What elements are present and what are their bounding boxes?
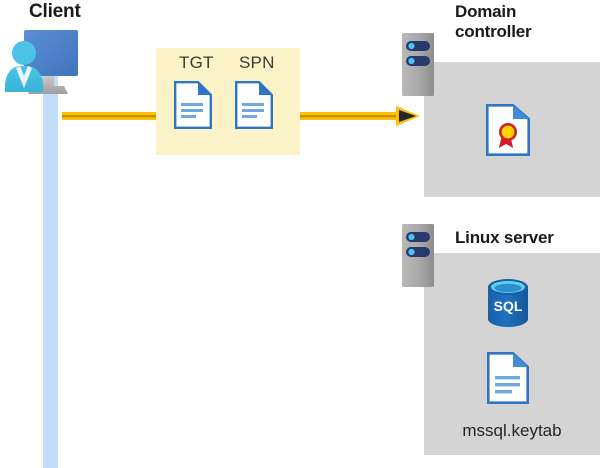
keytab-document-icon [487, 352, 529, 404]
keytab-file-label: mssql.keytab [462, 421, 562, 440]
sql-label: SQL [494, 298, 523, 314]
token-label-tgt: TGT [179, 53, 214, 72]
certificate-document-icon [486, 104, 530, 156]
page-title-client: Client [29, 1, 81, 22]
node-title-linux-server: Linux server [455, 228, 554, 247]
document-icon-tgt [174, 81, 212, 129]
token-message-box: TGT SPN [156, 48, 300, 155]
client-lifeline [43, 70, 58, 468]
node-title-domain-controller: Domain controller [455, 2, 532, 41]
document-icon-spn [235, 81, 273, 129]
server-tower-icon-linux-server [402, 224, 434, 287]
token-label-spn: SPN [239, 53, 275, 72]
sql-database-icon: SQL [487, 278, 529, 328]
user-monitor-icon [2, 26, 102, 96]
server-tower-icon-domain-controller [402, 33, 434, 96]
